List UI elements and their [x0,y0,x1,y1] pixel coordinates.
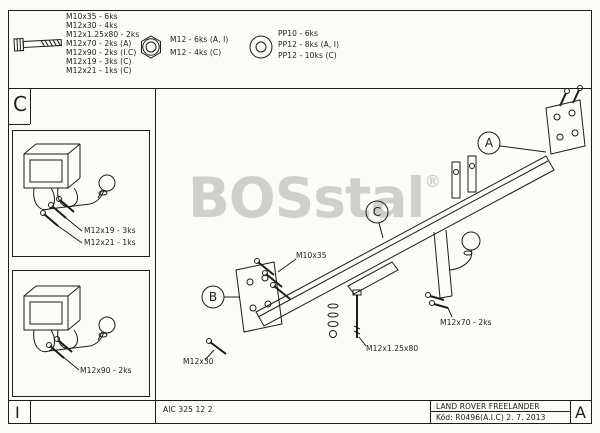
callout-a-letter: A [484,136,494,150]
legend-nut-item: M12 - 4ks (C) [170,48,222,57]
sheet-frame [8,10,592,424]
callout-c-circle [365,200,389,239]
bolt-icon [13,38,62,52]
detail-drawing-bottom [23,285,116,371]
callout-b-letter: B [208,290,218,304]
legend-bolt-item: M12x21 - 1ks (C) [66,66,132,75]
section-letter-c: C [13,92,27,116]
washer-icon [249,35,273,59]
vehicle-name: LAND ROVER FREELANDER [436,402,540,411]
legend-bolt-item: M12x1.25x80 - 2ks [66,30,140,39]
detail-top-bolt-label: M12x21 - 1ks [84,238,136,247]
label-m10x35: M10x35 [296,251,327,260]
legend-bolt-item: M12x90 - 2ks (I.C) [66,48,137,57]
section-letter-a: A [575,403,586,422]
label-m12x30: M12x30 [183,357,214,366]
legend-washer-item: PP10 - 6ks [278,29,319,38]
towbar-assembly-drawing [201,85,586,361]
label-m12x125x80: M12x1.25x80 [366,344,419,353]
detail-bottom-bolt-label: M12x90 - 2ks [80,366,132,375]
legend-nut-item: M12 - 6ks (A, I) [170,35,229,44]
nut-icon [141,35,161,59]
detail-drawing-top [23,143,116,244]
callout-c-letter: C [372,205,382,219]
callout-b-circle [201,285,240,309]
callout-a-circle [477,131,547,155]
section-letter-i: I [15,403,20,422]
registered-trademark-icon: ® [424,172,442,192]
label-m12x70: M12x70 - 2ks [440,318,492,327]
legend-bolt-item: M10x35 - 6ks [66,12,118,21]
legend-bolt-item: M12x19 - 3ks (C) [66,57,132,66]
legend-bolt-item: M12x30 - 4ks [66,21,118,30]
doc-reference: AIC 325 12 2 [163,405,213,414]
legend-washer-item: PP12 - 8ks (A, I) [278,40,340,49]
legend-bolt-item: M12x70 - 2ks (A) [66,39,132,48]
legend-washer-item: PP12 - 10ks (C) [278,51,337,60]
detail-top-bolt-label: M12x19 - 3ks [84,226,136,235]
drawing-code-date: Kód: R0496(A.I.C) 2. 7. 2013 [436,413,546,422]
